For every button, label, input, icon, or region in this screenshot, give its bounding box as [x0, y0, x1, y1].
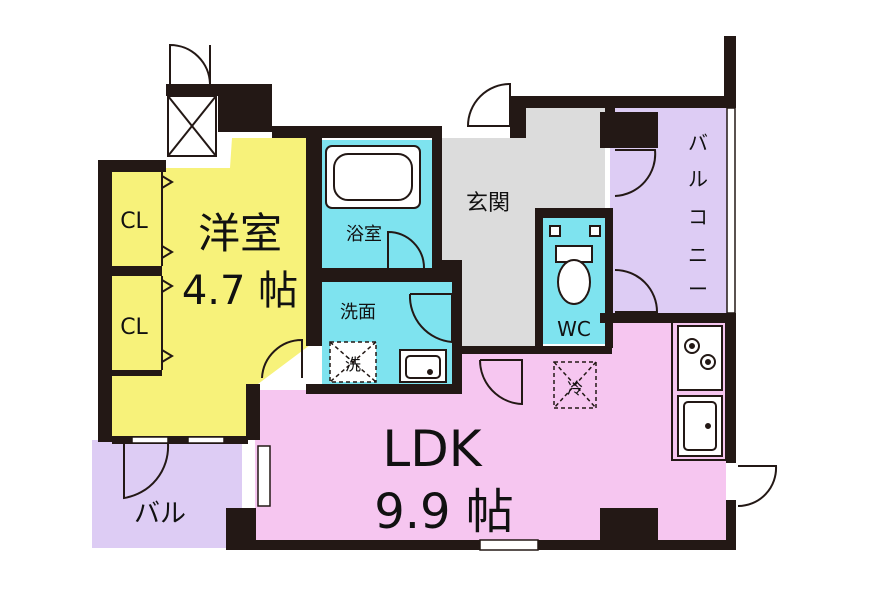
- western-room-name: 洋室: [198, 209, 282, 258]
- bath-name: 浴室: [346, 224, 382, 245]
- wc-name: WC: [557, 317, 591, 341]
- washer-space-icon: [329, 341, 377, 383]
- washer-mark: 洗: [345, 355, 361, 374]
- pipe-shaft-icon: [167, 95, 217, 157]
- door-swing-icon: [737, 465, 778, 508]
- door-swing-icon: [614, 269, 659, 313]
- door-swing-icon: [466, 82, 511, 127]
- door-swing-icon: [123, 443, 170, 500]
- ldk-room-name: LDK: [382, 420, 482, 478]
- balcony-right-name: バ ル コ ニ ー: [688, 131, 708, 301]
- ldk-room-fill: [232, 316, 726, 540]
- doors: [123, 43, 778, 508]
- stove-icon: [677, 325, 723, 391]
- toilet-icon: [549, 225, 601, 305]
- fridge-mark: 冷: [567, 379, 583, 398]
- closet-doors: [161, 172, 174, 370]
- closet-top-name: CL: [120, 209, 148, 234]
- western-room-size: 4.7 帖: [182, 268, 298, 314]
- fridge-space-icon: [553, 361, 597, 409]
- balcony-right-char: ー: [688, 277, 708, 301]
- door-swing-icon: [614, 149, 657, 197]
- kitchen-counter: [671, 319, 727, 461]
- washroom-name: 洗面: [340, 302, 376, 323]
- balcony-right-char: ニ: [688, 243, 708, 267]
- entrance-name: 玄関: [466, 191, 510, 216]
- sink-icon: [399, 349, 447, 383]
- balcony-right-char: コ: [688, 205, 708, 229]
- balcony-left-name: バル: [134, 499, 186, 529]
- entrance-fill: [440, 108, 605, 350]
- door-swing-icon: [408, 293, 453, 344]
- door-swing-icon: [387, 230, 425, 269]
- windows: [131, 107, 736, 551]
- door-swing-icon: [261, 338, 303, 379]
- closet-bottom-name: CL: [120, 315, 148, 340]
- balcony-right-char: ル: [688, 167, 708, 191]
- bathtub-icon: [325, 145, 421, 209]
- kitchen-sink-icon: [677, 395, 723, 457]
- balcony-right-char: バ: [688, 131, 708, 155]
- door-swing-icon: [478, 359, 523, 406]
- door-swing-icon: [169, 43, 211, 85]
- ldk-room-size: 9.9 帖: [374, 484, 514, 540]
